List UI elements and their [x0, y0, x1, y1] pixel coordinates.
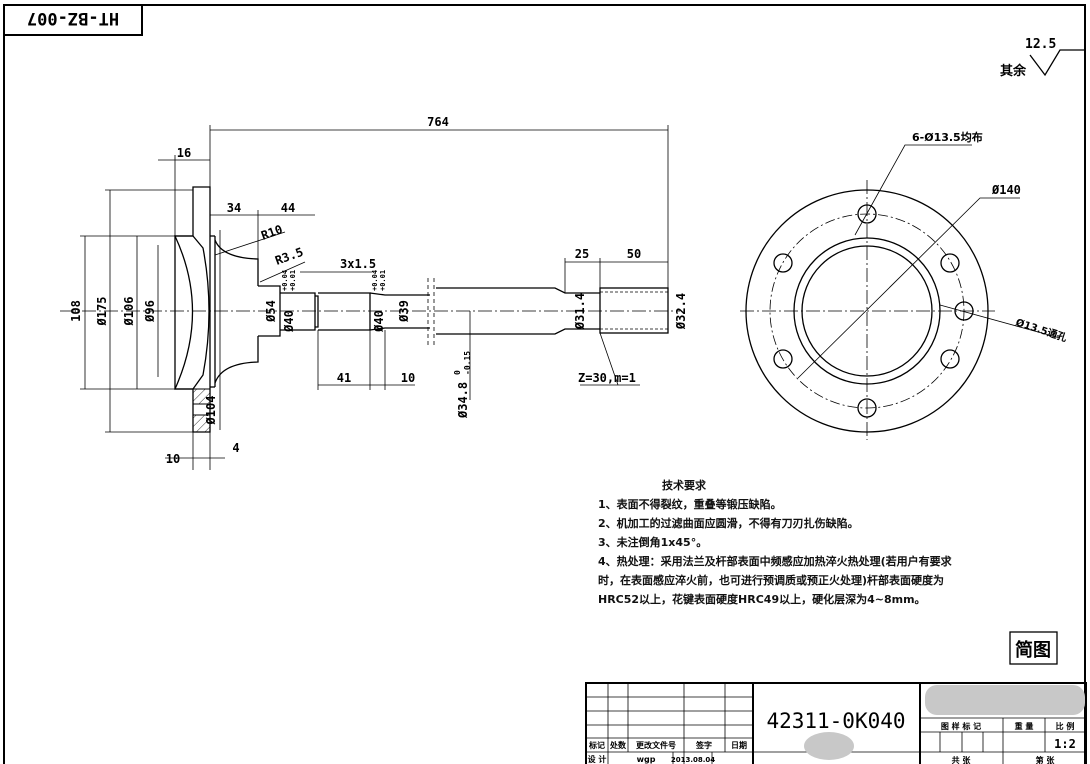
flange-section — [173, 186, 259, 433]
tb-designer: wgp — [637, 755, 656, 764]
dim-d96: Ø96 — [143, 300, 157, 323]
dim-flange-thickness: 16 — [177, 146, 191, 160]
svg-text:+0.01: +0.01 — [379, 270, 387, 291]
svg-text:Ø40: Ø40 — [372, 310, 386, 333]
tb-drawing-mark: 图 样 标 记 — [941, 721, 981, 731]
svg-text:Ø40: Ø40 — [282, 310, 296, 333]
tb-design-label: 设 计 — [588, 754, 607, 764]
svg-text:+0.04: +0.04 — [281, 270, 289, 291]
shaft-outline — [258, 278, 669, 345]
tb-header-sign: 签字 — [695, 740, 712, 750]
dimension-lines — [80, 125, 669, 470]
tb-date: 2013.08.04 — [671, 756, 715, 764]
tb-scale-label: 比 例 — [1056, 721, 1075, 731]
tb-header-date: 日期 — [731, 740, 747, 750]
dim-d106: Ø106 — [122, 297, 136, 327]
roughness-symbol-icon — [1029, 49, 1085, 77]
tech-requirement-1: 1、表面不得裂纹，重叠等锻压缺陷。 — [598, 498, 782, 511]
dim-groove: 3x1.5 — [340, 257, 376, 271]
drawing-frame — [3, 4, 1086, 764]
dim-d39: Ø39 — [397, 300, 411, 323]
tb-header-doc: 更改文件号 — [636, 740, 676, 750]
svg-text:-0.15: -0.15 — [463, 351, 472, 375]
part-number: 42311-0K040 — [766, 709, 905, 733]
dim-d40-a: Ø40 +0.04 +0.01 — [281, 270, 297, 333]
dim-d54: Ø54 — [264, 300, 278, 323]
roughness-value: 12.5 — [1025, 37, 1056, 52]
dim-25: 25 — [575, 247, 589, 261]
code-stamp: HT-BZ-007 — [27, 8, 119, 28]
dim-through-hole: Ø13.5通孔 — [1014, 315, 1069, 344]
dim-10: 10 — [166, 452, 180, 466]
tech-requirement-2: 2、机加工的过滤曲面应圆滑，不得有刀刃扎伤缺陷。 — [598, 517, 859, 530]
sketch-label-box — [1009, 631, 1058, 665]
dim-d31-4: Ø31.4 — [573, 293, 587, 330]
redacted-region — [804, 732, 854, 760]
svg-text:0: 0 — [453, 370, 462, 375]
spline-note: Z=30,m=1 — [578, 371, 636, 385]
tb-total-sheets: 共 张 — [952, 755, 972, 764]
dim-41: 41 — [337, 371, 351, 385]
dim-44: 44 — [281, 201, 295, 215]
dim-d40-b: Ø40 +0.04 +0.01 — [371, 270, 387, 333]
dim-r10: R10 — [259, 222, 284, 243]
code-stamp-box — [3, 4, 143, 36]
dim-50: 50 — [627, 247, 641, 261]
tb-sheet-no: 第 张 — [1036, 755, 1056, 764]
redacted-region — [925, 685, 1085, 715]
dim-d104: Ø104 — [204, 396, 218, 426]
dim-overall-length: 764 — [427, 115, 449, 129]
dim-34: 34 — [227, 201, 241, 215]
sketch-label: 简图 — [1015, 639, 1051, 661]
dim-4: 4 — [232, 441, 239, 455]
tech-requirement-4-cont: 时，在表面感应淬火前，也可进行预调质或预正火处理)杆部表面硬度为 — [598, 574, 945, 587]
dim-d32-4: Ø32.4 — [674, 293, 688, 330]
tech-requirement-4: 4、热处理：采用法兰及杆部表面中频感应加热淬火热处理(若用户有要求 — [598, 555, 952, 568]
dim-pcd: Ø140 — [991, 183, 1021, 197]
title-block — [585, 682, 1087, 764]
tech-requirement-3: 3、未注倒角1x45°。 — [598, 536, 708, 549]
roughness-label: 其余 — [1000, 63, 1027, 79]
flange-end-view — [740, 144, 1061, 440]
dim-d175: Ø175 — [95, 297, 109, 327]
tb-scale: 1:2 — [1054, 737, 1076, 751]
tb-header-count: 处数 — [609, 740, 627, 750]
dim-10b: 10 — [401, 371, 415, 385]
svg-text:+0.04: +0.04 — [371, 270, 379, 291]
svg-text:Ø34.8: Ø34.8 — [456, 382, 470, 419]
tech-requirements-title: 技术要求 — [662, 479, 706, 492]
tb-weight: 重 量 — [1015, 721, 1034, 731]
tech-requirement-4-cont2: HRC52以上，花键表面硬度HRC49以上，硬化层深为4~8mm。 — [598, 593, 926, 606]
dim-d34-8: Ø34.8 0 -0.15 — [453, 351, 472, 419]
svg-text:+0.01: +0.01 — [289, 270, 297, 291]
dim-108: 108 — [69, 300, 83, 322]
dim-holes: 6-Ø13.5均布 — [912, 130, 983, 144]
tb-header-mark: 标记 — [588, 740, 605, 750]
